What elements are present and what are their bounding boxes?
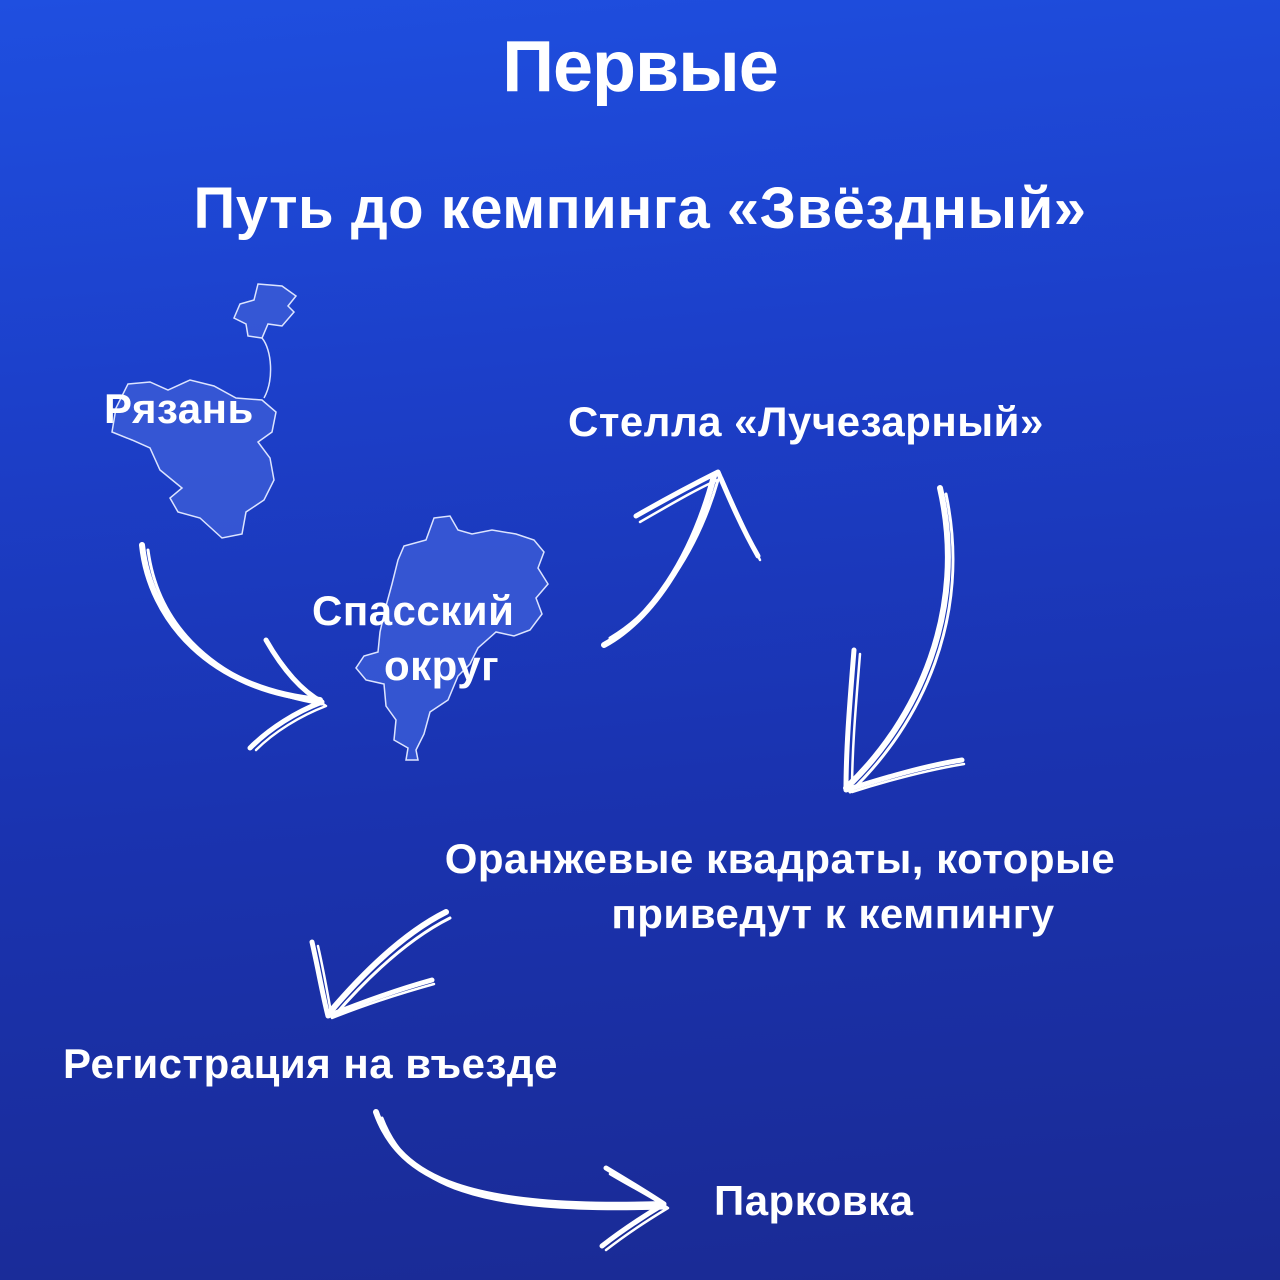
step-spassky-label: Спасский округ — [312, 584, 514, 693]
step-registration-label: Регистрация на въезде — [63, 1040, 558, 1087]
arrow-spassky-to-stella — [601, 469, 762, 648]
brand-logo-text: Первые — [502, 27, 779, 107]
ryazan-map — [111, 283, 298, 539]
arrow-ryazan-to-spassky — [139, 542, 328, 752]
step-orange-line1: Оранжевые квадраты, которые — [444, 835, 1116, 882]
step-spassky-line1: Спасский — [312, 587, 515, 634]
arrow-orange-to-registration — [309, 909, 452, 1020]
step-orange-line2: приведут к кемпингу — [611, 889, 1055, 937]
spassky-map — [355, 515, 549, 761]
page-title: Путь до кемпинга «Звёздный» — [193, 176, 1087, 241]
arrow-stella-to-orange — [843, 485, 966, 794]
step-stella-label: Стелла «Лучезарный» — [568, 398, 1044, 445]
arrow-registration-to-parking — [373, 1109, 670, 1252]
step-ryazan-label: Рязань — [104, 385, 254, 432]
step-parking-label: Парковка — [714, 1177, 914, 1224]
step-spassky-line2: округ — [384, 641, 500, 689]
step-orange-squares-label: Оранжевые квадраты, которые приведут к к… — [300, 832, 1260, 941]
